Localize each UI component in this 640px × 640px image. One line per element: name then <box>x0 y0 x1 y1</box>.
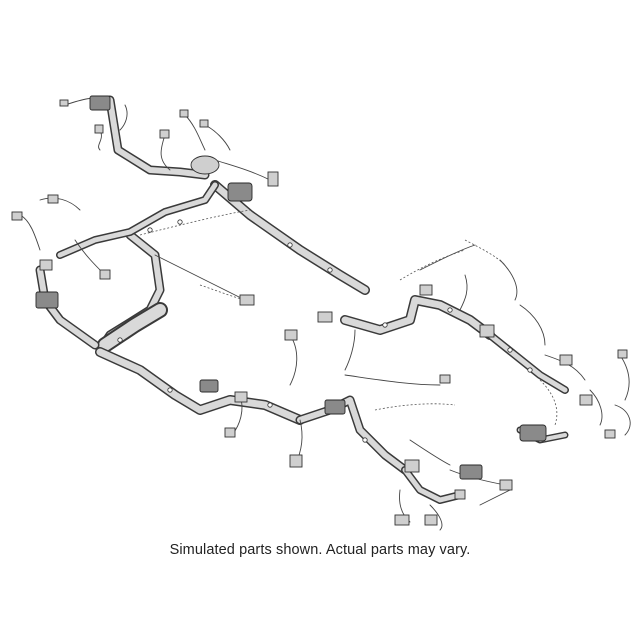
harness-clips <box>117 219 533 443</box>
harness-dashed-wires <box>139 209 558 426</box>
disclaimer-caption: Simulated parts shown. Actual parts may … <box>169 542 471 558</box>
harness-trunks <box>35 95 569 504</box>
harness-connectors <box>11 95 628 526</box>
